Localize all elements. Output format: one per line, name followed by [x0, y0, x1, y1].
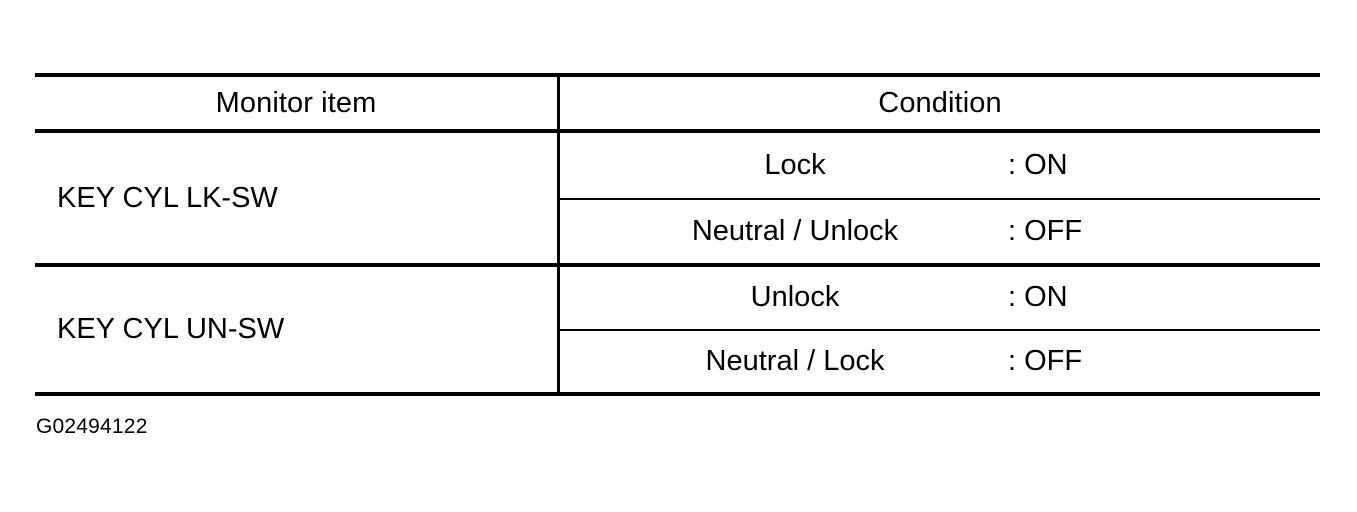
table-header-separator — [35, 129, 1320, 133]
monitor-condition-table: Monitor item Condition KEY CYL LK-SW Loc… — [35, 73, 1320, 396]
condition-value: : ON — [1008, 281, 1068, 313]
condition-sub-divider-1 — [557, 198, 1320, 200]
table-row: Neutral / Lock : OFF — [560, 331, 1320, 392]
table-row: Neutral / Unlock : OFF — [560, 200, 1320, 263]
table-bottom-border — [35, 392, 1320, 396]
condition-value: : OFF — [1008, 345, 1083, 377]
table-row: Unlock : ON — [560, 266, 1320, 329]
table-row: Lock : ON — [560, 133, 1320, 198]
condition-value: : ON — [1008, 149, 1068, 181]
condition-name: Lock — [764, 149, 826, 181]
figure-caption: G02494122 — [36, 415, 148, 438]
column-header-monitor-item: Monitor item — [215, 86, 377, 119]
condition-value: : OFF — [1008, 215, 1083, 247]
condition-name: Unlock — [750, 281, 840, 313]
table-column-divider — [557, 73, 560, 396]
condition-name: Neutral / Unlock — [691, 215, 899, 247]
table-top-border — [35, 73, 1320, 77]
table-row-monitor-item-1: KEY CYL UN-SW — [57, 312, 285, 345]
column-header-condition: Condition — [878, 86, 1002, 119]
condition-sub-divider-2 — [557, 329, 1320, 331]
condition-name: Neutral / Lock — [705, 345, 885, 377]
table-row-monitor-item-0: KEY CYL LK-SW — [57, 181, 278, 214]
table-group-separator — [35, 263, 1320, 267]
